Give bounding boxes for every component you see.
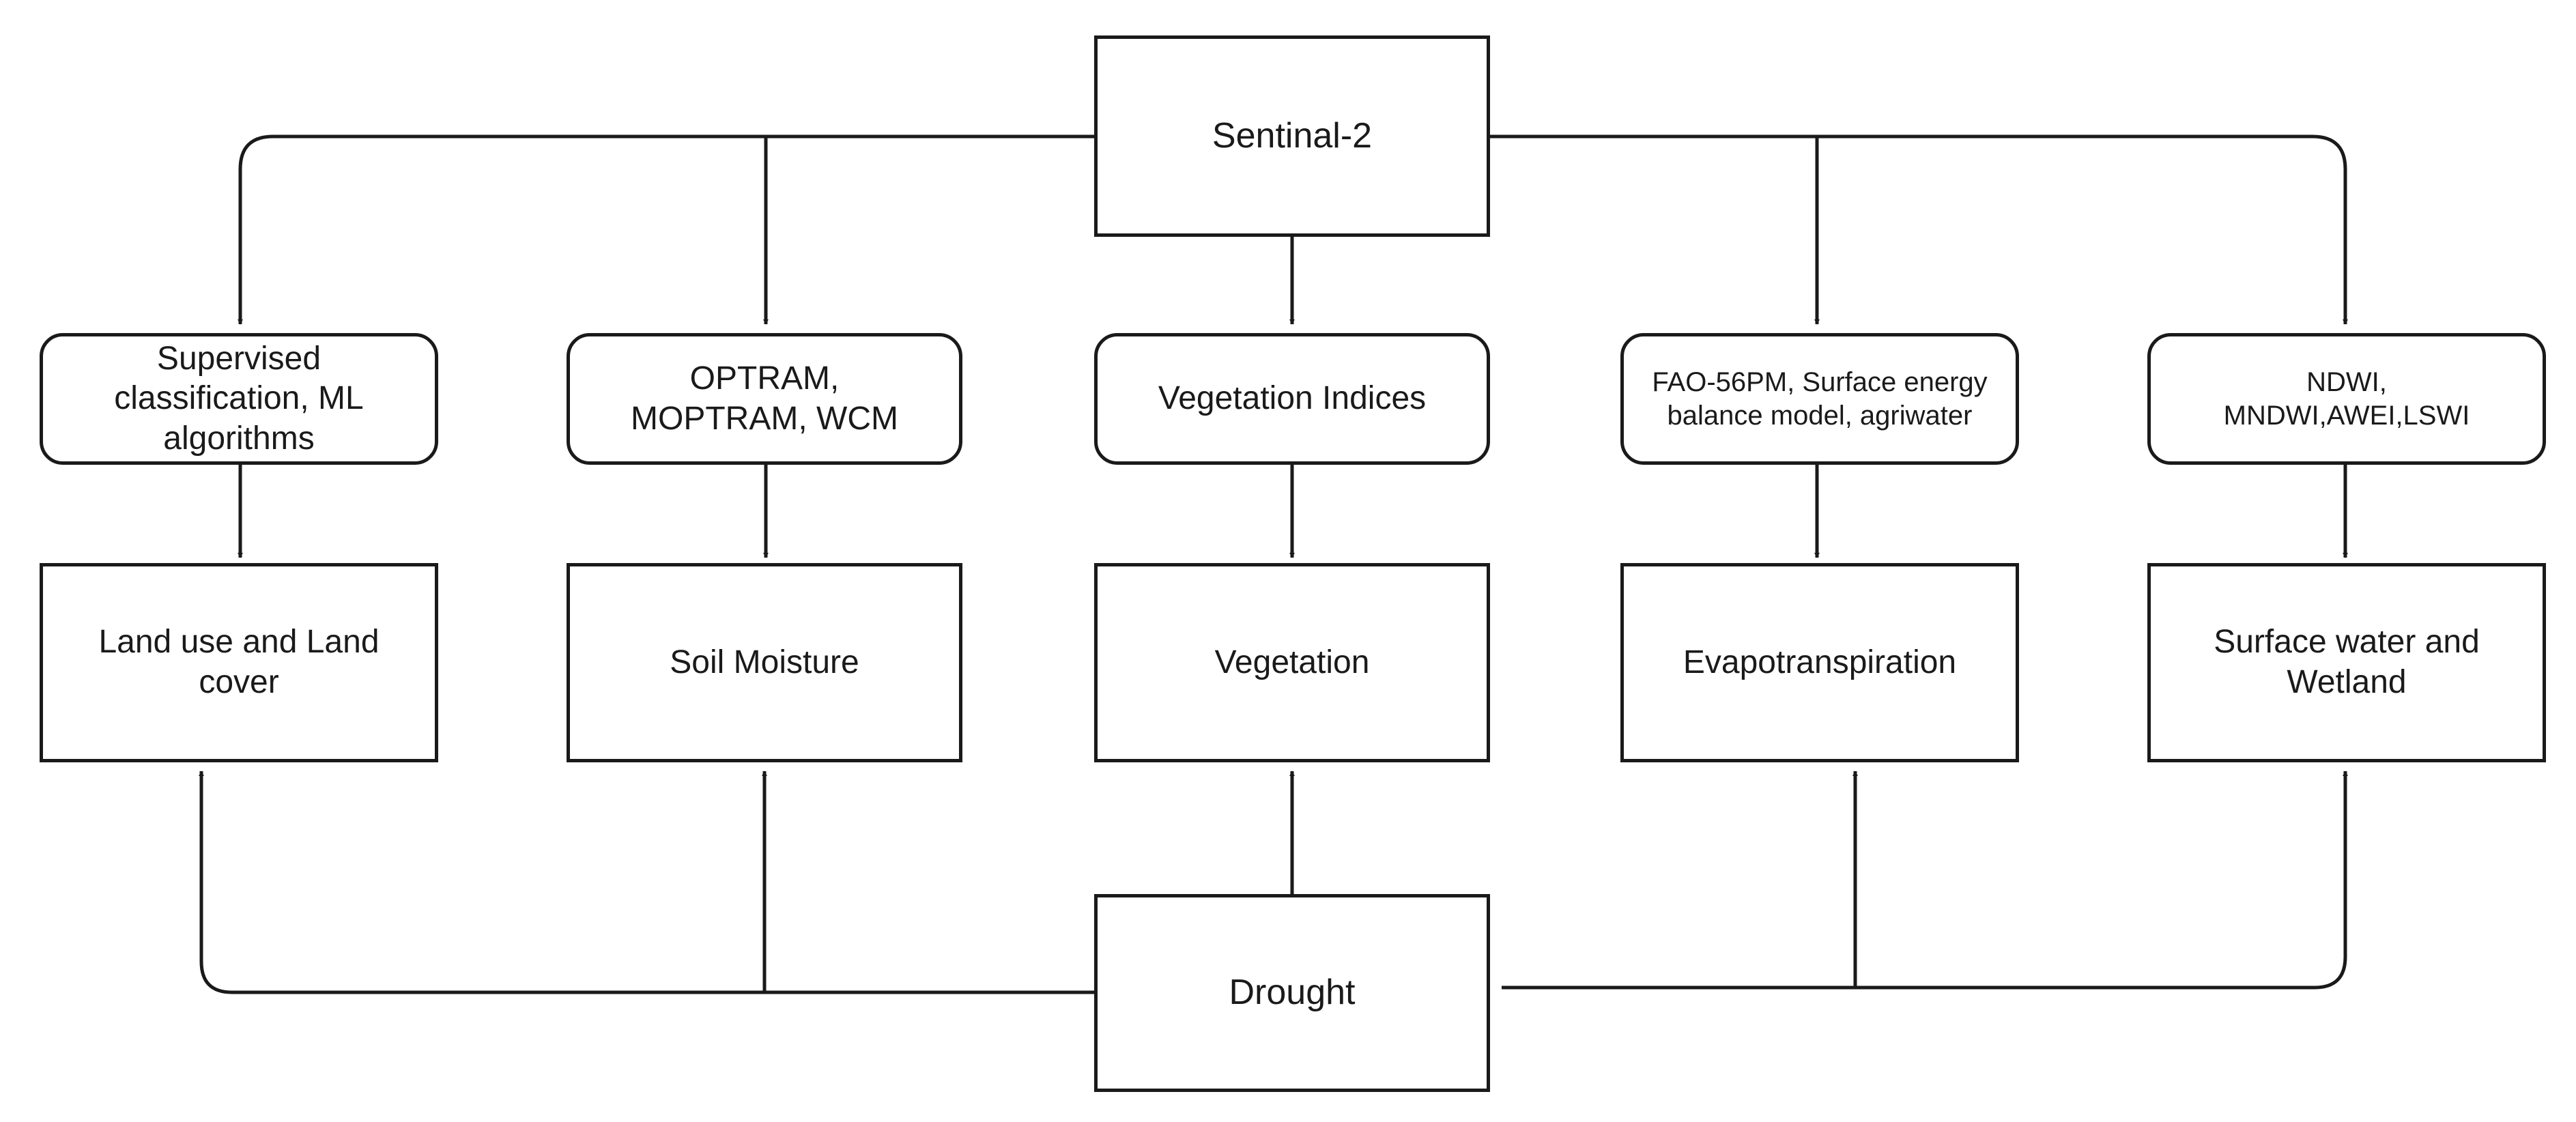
method-node-fao-56pm: FAO-56PM, Surface energy balance model, … — [1620, 333, 2019, 465]
output-node-surface-water: Surface water and Wetland — [2147, 563, 2546, 762]
arrow-source-to-method-5 — [1817, 134, 2348, 325]
source-node: Sentinal-2 — [1094, 35, 1490, 237]
method-label-fao-56pm: FAO-56PM, Surface energy balance model, … — [1652, 366, 1988, 431]
method-label-optram: OPTRAM, MOPTRAM, WCM — [631, 360, 898, 437]
drought-label: Drought — [1229, 973, 1356, 1013]
output-label-vegetation: Vegetation — [1214, 644, 1370, 680]
drought-node: Drought — [1094, 894, 1490, 1092]
method-node-optram: OPTRAM, MOPTRAM, WCM — [567, 333, 962, 465]
output-node-vegetation: Vegetation — [1094, 563, 1490, 762]
output-node-soil-moisture: Soil Moisture — [567, 563, 962, 762]
output-node-evapotranspiration: Evapotranspiration — [1620, 563, 2019, 762]
method-label-supervised-classification: Supervised classification, ML algorithms — [114, 340, 364, 457]
output-label-land-use: Land use and Land cover — [98, 624, 380, 700]
arrow-source-to-method-1 — [238, 134, 1094, 325]
output-node-land-use: Land use and Land cover — [40, 563, 438, 762]
method-node-ndwi: NDWI, MNDWI,AWEI,LSWI — [2147, 333, 2546, 465]
method-label-vegetation-indices: Vegetation Indices — [1158, 380, 1427, 417]
arrow-drought-to-output-1 — [199, 771, 1094, 994]
arrow-drought-to-output-4 — [1502, 771, 1858, 990]
arrow-source-to-method-4 — [1488, 134, 1820, 325]
method-node-vegetation-indices: Vegetation Indices — [1094, 333, 1490, 465]
output-label-soil-moisture: Soil Moisture — [670, 644, 859, 680]
method-node-supervised-classification: Supervised classification, ML algorithms — [40, 333, 438, 465]
output-label-evapotranspiration: Evapotranspiration — [1683, 644, 1957, 680]
method-label-ndwi: NDWI, MNDWI,AWEI,LSWI — [2223, 366, 2470, 431]
output-label-surface-water: Surface water and Wetland — [2214, 624, 2480, 700]
arrow-drought-to-output-5 — [1855, 771, 2348, 990]
source-label: Sentinal-2 — [1212, 115, 1373, 156]
